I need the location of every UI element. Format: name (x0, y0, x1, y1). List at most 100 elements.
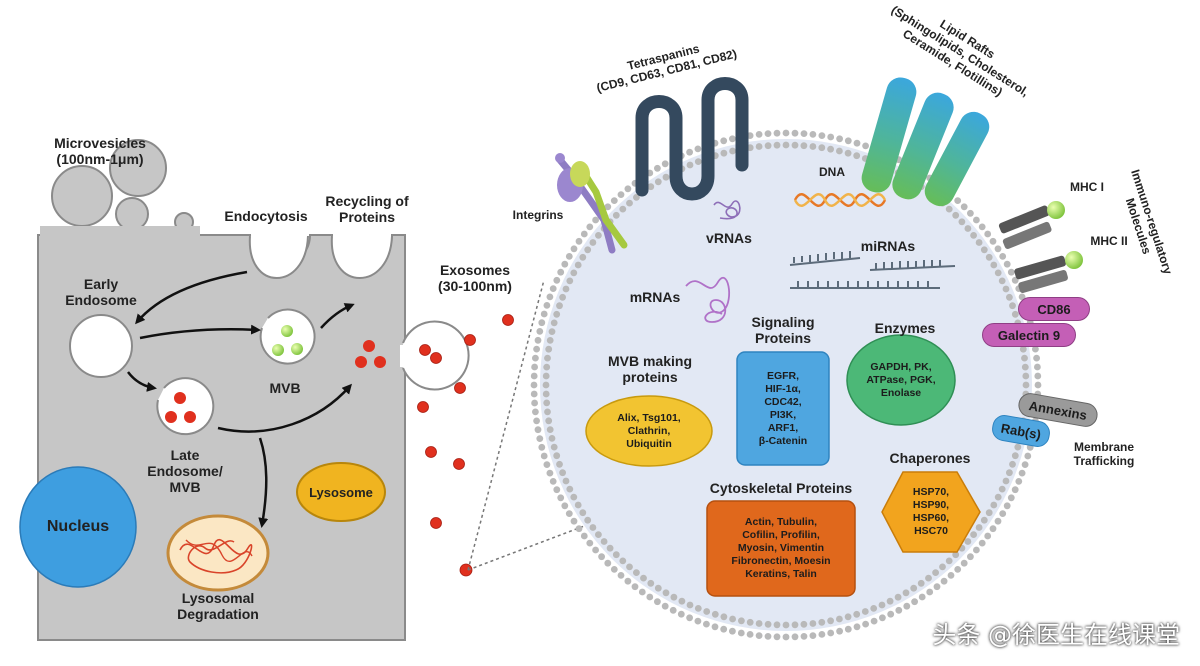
mrnas-label: mRNAs (629, 289, 681, 305)
membrane-bead (994, 493, 1002, 501)
membrane-bead (818, 618, 826, 626)
membrane-bead (646, 593, 654, 601)
membrane-bead (1032, 345, 1039, 353)
membrane-bead (967, 553, 974, 561)
dna-helix (793, 192, 887, 208)
membrane-bead (870, 617, 878, 625)
membrane-bead (557, 494, 565, 502)
membrane-bead (967, 209, 974, 217)
membrane-bead (633, 194, 640, 201)
membrane-bead (911, 598, 918, 606)
enzymes-title: Enzymes (874, 320, 936, 336)
membrane-bead (530, 372, 538, 380)
chaperones-box: HSP70, HSP90, HSP60, HSC70 (882, 472, 980, 552)
membrane-bead (574, 261, 582, 269)
membrane-bead (570, 493, 578, 501)
mrnas-squiggle (685, 277, 731, 323)
signaling-proteins-box: EGFR, HIF-1α, CDC42, PI3K, ARF1, β-Caten… (737, 352, 829, 465)
membrane-bead (538, 319, 546, 327)
membrane-bead (836, 135, 843, 143)
membrane-bead (952, 211, 960, 219)
membrane-bead (694, 158, 702, 166)
membrane-bead (553, 310, 561, 318)
membrane-bead (531, 399, 538, 407)
lysosomal-degradation-label: Lysosomal Degradation (158, 590, 278, 622)
membrane-bead (947, 572, 955, 579)
early-endosome-line2: Endosome (65, 292, 137, 308)
membrane-bead (954, 566, 962, 573)
membrane-bead (773, 621, 781, 629)
membrane-bead (654, 164, 661, 172)
membrane-bead (1033, 354, 1040, 362)
membrane-bead (647, 579, 655, 587)
membrane-bead (998, 485, 1006, 493)
membrane-bead (853, 610, 861, 618)
membrane-bead (773, 129, 781, 137)
membrane-bead (990, 501, 998, 509)
early-endosome-label: Early Endosome (56, 276, 146, 308)
late-endosome-line3: MVB (169, 479, 201, 495)
late-endosome-line1: Late (170, 447, 200, 463)
membrane-bead (800, 130, 808, 138)
zoom-connector (467, 279, 601, 571)
membrane-bead (978, 223, 986, 231)
mvb-making-line1: MVB making (607, 353, 692, 369)
membrane-bead (606, 544, 614, 552)
membrane-bead (570, 245, 578, 253)
membrane-bead (600, 538, 608, 545)
membrane-bead (711, 623, 719, 631)
membrane-bead (720, 625, 728, 633)
galectin-pill: Galectin 9 (982, 323, 1076, 347)
membrane-bead (544, 354, 551, 362)
microvesicles-buds (51, 139, 194, 232)
enzymes-item: Enolase (880, 386, 922, 399)
signaling-item: HIF-1α, (765, 382, 801, 395)
membrane-bead (994, 269, 1002, 277)
membrane-bead (1006, 469, 1013, 477)
membrane-bead (662, 589, 670, 597)
cytoskeletal-item: Fibronectin, Moesin (731, 555, 831, 567)
membrane-bead (1015, 478, 1023, 485)
membrane-bead (952, 551, 960, 559)
membrane-bead (1034, 363, 1041, 371)
enzymes-item: GAPDH, PK, (870, 360, 932, 373)
signaling-title: Signaling Proteins (733, 314, 833, 346)
membrane-bead (574, 501, 582, 509)
membrane-bead (886, 597, 894, 605)
membrane-bead (853, 139, 861, 147)
membrane-bead (729, 135, 736, 143)
membrane-bead (546, 337, 554, 344)
membrane-bead (694, 617, 702, 625)
signaling-line1: Signaling (751, 314, 815, 330)
membrane-bead (534, 426, 542, 434)
membrane-bead (556, 302, 563, 310)
lysosome (296, 462, 386, 522)
membrane-bead (540, 310, 548, 318)
membrane-bead (1003, 502, 1011, 510)
membrane-bead (530, 390, 538, 398)
enzymes-box: GAPDH, PK, ATPase, PGK, Enolase (847, 340, 955, 420)
membrane-bead (543, 363, 551, 371)
membrane-bead (902, 589, 910, 597)
cytoskeletal-item: Myosin, Vimentin (737, 542, 825, 554)
mirnas-label: miRNAs (860, 238, 916, 254)
membrane-bead (1019, 345, 1027, 353)
membrane-bead (589, 524, 597, 531)
membrane-bead (720, 137, 728, 145)
late-endosome (156, 377, 215, 436)
membrane-bead (878, 601, 886, 609)
membrane-bead (546, 469, 554, 477)
membrane-bead (633, 569, 640, 576)
exosomes-label: Exosomes (30-100nm) (420, 262, 530, 294)
membrane-bead (970, 232, 977, 239)
membrane-bead (844, 613, 852, 621)
membrane-bead (746, 631, 754, 638)
membrane-bead (589, 239, 597, 246)
nucleus (19, 466, 137, 588)
recycling-pit (330, 235, 393, 279)
membrane-bead (626, 199, 633, 207)
chaperones-item: HSC70 (914, 525, 948, 537)
membrane-bead (595, 531, 602, 538)
membrane-line2: Trafficking (1073, 454, 1135, 468)
